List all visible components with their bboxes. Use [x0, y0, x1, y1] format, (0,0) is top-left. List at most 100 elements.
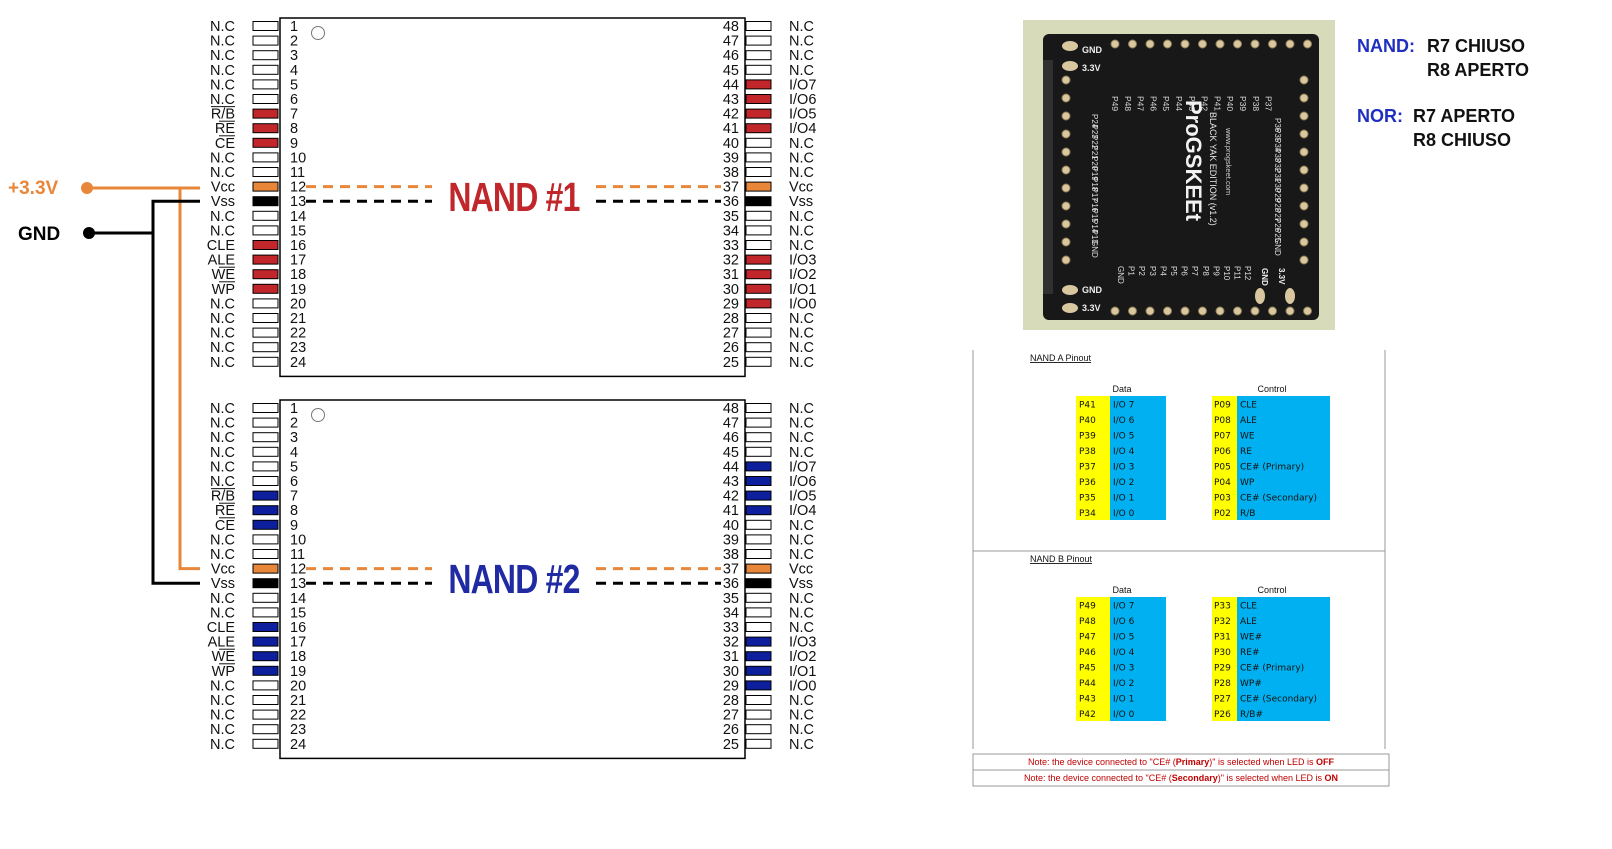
bottom-pad-icon — [1180, 306, 1190, 316]
right-pad-icon — [1299, 129, 1309, 139]
pin-pad-right — [745, 35, 772, 46]
pin-number-right: 33 — [723, 238, 739, 254]
board-pin-label-right: P28 — [1273, 198, 1282, 213]
pin-number-right: 27 — [723, 326, 739, 342]
control-signal-cell — [1237, 612, 1330, 628]
pin-name-right: N.C — [789, 311, 814, 327]
pin-pad-left — [252, 64, 279, 75]
pin-name-left: N.C — [210, 722, 235, 738]
pin-number-left: 9 — [290, 136, 298, 152]
pin-number-right: 33 — [723, 620, 739, 636]
pin1-dot-icon — [311, 26, 325, 40]
pin-pad-right — [745, 563, 772, 574]
pin-pad-right — [745, 167, 772, 177]
pin-name-left: N.C — [210, 605, 235, 621]
pin-name-left: Vss — [211, 194, 235, 210]
pin-name-right: N.C — [789, 591, 814, 607]
data-signal-cell — [1110, 612, 1166, 628]
data-header: Data — [1112, 585, 1131, 595]
pin-name-right: Vss — [789, 576, 813, 592]
pin-number-right: 32 — [723, 253, 739, 269]
power-pad-icon — [1062, 41, 1078, 51]
pin-name-right: N.C — [789, 445, 814, 461]
left-pad-icon — [1061, 147, 1071, 157]
pin-number-left: 8 — [290, 121, 298, 137]
left-pad-icon — [1061, 75, 1071, 85]
pin-number-right: 26 — [723, 722, 739, 738]
pin-pad-right — [745, 21, 772, 31]
pin-name-right: N.C — [789, 532, 814, 548]
control-signal: WE — [1240, 432, 1255, 442]
pin-name-left: CE — [215, 136, 235, 152]
data-signal-cell — [1110, 473, 1166, 489]
pin-number-left: 22 — [290, 708, 306, 724]
board-pin-label-right: P27 — [1273, 208, 1282, 223]
pin-number-right: 47 — [723, 34, 739, 50]
pin-name-right: I/O6 — [789, 474, 816, 490]
board-pin-label-left: P14 — [1090, 219, 1099, 234]
power-pad-icon — [1285, 288, 1295, 304]
right-pad-icon — [1299, 237, 1309, 247]
control-signal-cell — [1237, 690, 1330, 706]
board-pin-label-left: P21 — [1090, 146, 1099, 161]
pin-name-right: N.C — [789, 48, 814, 64]
pin-name-left: RE — [215, 121, 235, 137]
pin-pad-right — [745, 298, 772, 309]
pin-pad-right — [745, 64, 772, 75]
pin-pad-right — [745, 592, 772, 603]
pin-name-right: I/O0 — [789, 296, 816, 312]
data-port-cell — [1076, 643, 1110, 659]
data-port-cell — [1076, 690, 1110, 706]
data-signal-cell — [1110, 690, 1166, 706]
control-signal: ALE — [1240, 416, 1257, 426]
control-port: P05 — [1214, 463, 1231, 473]
pin-name-left: N.C — [210, 311, 235, 327]
pin-pad-left — [252, 327, 279, 338]
board-pin-label-top: P43 — [1187, 96, 1197, 111]
data-port: P44 — [1079, 679, 1096, 689]
board-pin-label-top: P41 — [1212, 96, 1222, 111]
pin-number-right: 44 — [723, 459, 739, 475]
board-pin-label-left: P15 — [1090, 209, 1099, 224]
data-signal: I/O 1 — [1113, 695, 1134, 705]
pin-pad-left — [252, 152, 279, 163]
pin-pad-right — [745, 269, 772, 280]
pin-number-right: 30 — [723, 282, 739, 298]
pin-name-right: N.C — [789, 136, 814, 152]
control-signal-cell — [1237, 458, 1330, 474]
data-port-cell — [1076, 705, 1110, 721]
pin-name-left: R/B — [211, 107, 235, 123]
data-signal-cell — [1110, 659, 1166, 675]
board-logo: ProGSKEEt — [1181, 100, 1206, 222]
pin-pad-left — [252, 225, 279, 236]
control-port: P32 — [1214, 617, 1231, 627]
pin-pad-left — [252, 738, 279, 749]
data-signal-cell — [1110, 597, 1166, 613]
pin-pad-left — [252, 446, 279, 457]
pin-number-left: 20 — [290, 296, 306, 312]
left-pad-icon — [1061, 183, 1071, 193]
pin-pad-right — [745, 417, 772, 428]
data-signal: I/O 2 — [1113, 478, 1134, 488]
pin-number-left: 14 — [290, 591, 306, 607]
data-port-cell — [1076, 396, 1110, 412]
pin-number-right: 46 — [723, 430, 739, 446]
board-pin-label-right: P26 — [1273, 218, 1282, 233]
data-signal: I/O 4 — [1113, 447, 1135, 457]
gnd-bus — [151, 199, 200, 585]
pin-name-left: N.C — [210, 34, 235, 50]
top-pad-icon — [1268, 39, 1277, 49]
data-port: P37 — [1079, 463, 1096, 473]
chip-body — [279, 399, 746, 760]
pin-name-right: N.C — [789, 620, 814, 636]
left-pad-icon — [1061, 201, 1071, 211]
power-pad-icon — [1255, 288, 1265, 304]
pin-name-right: N.C — [789, 165, 814, 181]
data-signal: I/O 7 — [1113, 602, 1134, 612]
pin-number-left: 17 — [290, 635, 306, 651]
pin-pad-left — [252, 549, 279, 559]
pin-pad-left — [252, 108, 279, 119]
left-pad-icon — [1061, 129, 1071, 139]
pin-name-right: N.C — [789, 209, 814, 225]
control-port-cell — [1212, 674, 1237, 690]
